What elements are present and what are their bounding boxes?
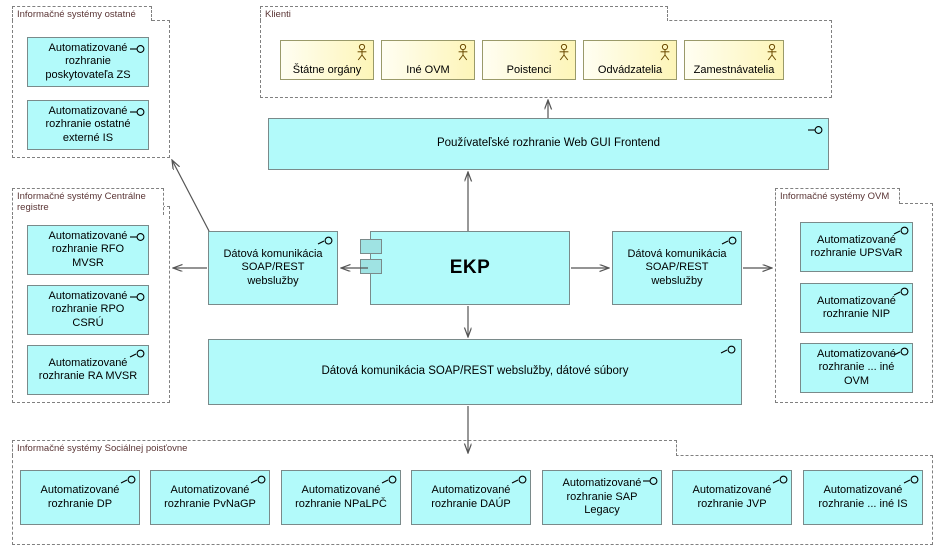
component-right-data-bus[interactable]: Dátová komunikácia SOAP/REST webslužby bbox=[612, 231, 742, 305]
component-label: Dátová komunikácia SOAP/REST webslužby, … bbox=[321, 365, 629, 378]
component-label: Automatizované rozhranie RFO MVSR bbox=[48, 229, 128, 269]
component-rozhranie-jvp[interactable]: Automatizované rozhranie JVP bbox=[672, 470, 792, 525]
component-rozhranie-rfo-mvsr[interactable]: Automatizované rozhranie RFO MVSR bbox=[27, 225, 149, 275]
component-label: Automatizované rozhranie DP bbox=[40, 484, 120, 510]
component-label: Automatizované rozhranie UPSVaR bbox=[810, 233, 903, 260]
provided-interface-icon bbox=[720, 345, 737, 356]
actor-stick-figure-icon bbox=[766, 43, 778, 61]
component-label: Automatizované rozhranie RA MVSR bbox=[38, 356, 138, 383]
component-ekp[interactable]: EKP bbox=[370, 231, 570, 305]
provided-interface-icon bbox=[721, 236, 738, 247]
ekp-component-tab-lower bbox=[360, 259, 382, 274]
actor-stick-figure-icon bbox=[457, 43, 469, 61]
group-label-ostatne: Informačné systémy ostatné bbox=[12, 6, 152, 21]
ekp-label: EKP bbox=[449, 257, 491, 278]
actor-zamestnavatelia[interactable]: Zamestnávatelia bbox=[684, 40, 784, 80]
component-label: Automatizované rozhranie NIP bbox=[817, 294, 896, 321]
component-label: Automatizované rozhranie JVP bbox=[692, 484, 772, 510]
component-rozhranie-ostatne-externe-is[interactable]: Automatizované rozhranie ostatné externé… bbox=[27, 100, 149, 150]
component-label: Automatizované rozhranie DAÚP bbox=[431, 484, 511, 510]
component-bottom-data-bus[interactable]: Dátová komunikácia SOAP/REST webslužby, … bbox=[208, 339, 742, 405]
component-web-gui-frontend[interactable]: Používateľské rozhranie Web GUI Frontend bbox=[268, 118, 829, 170]
component-rozhranie-daup[interactable]: Automatizované rozhranie DAÚP bbox=[411, 470, 531, 525]
actor-label: Zamestnávatelia bbox=[693, 64, 775, 76]
component-rozhranie-npalpc[interactable]: Automatizované rozhranie NPaLPČ bbox=[281, 470, 401, 525]
component-label: Automatizované rozhranie ... iné OVM bbox=[817, 347, 896, 387]
component-rozhranie-sap-legacy[interactable]: Automatizované rozhranie SAP Legacy bbox=[542, 470, 662, 525]
component-label: Automatizované rozhranie poskytovateľa Z… bbox=[45, 41, 131, 81]
component-rozhranie-poskytovatela-zs[interactable]: Automatizované rozhranie poskytovateľa Z… bbox=[27, 37, 149, 87]
actor-stick-figure-icon bbox=[659, 43, 671, 61]
actor-label: Iné OVM bbox=[406, 64, 450, 76]
component-label: Dátová komunikácia SOAP/REST webslužby bbox=[223, 247, 323, 287]
provided-interface-icon bbox=[317, 236, 334, 247]
group-label-socialna-poistovna: Informačné systémy Sociálnej poisťovne bbox=[12, 440, 677, 456]
actor-ine-ovm[interactable]: Iné OVM bbox=[381, 40, 475, 80]
actor-odvadzatelia[interactable]: Odvádzatelia bbox=[583, 40, 677, 80]
ekp-component-tab-upper bbox=[360, 239, 382, 254]
group-label-ovm: Informačné systémy OVM bbox=[775, 188, 900, 204]
component-left-data-bus[interactable]: Dátová komunikácia SOAP/REST webslužby bbox=[208, 231, 338, 305]
component-rozhranie-nip[interactable]: Automatizované rozhranie NIP bbox=[800, 283, 913, 333]
component-rozhranie-ine-is[interactable]: Automatizované rozhranie ... iné IS bbox=[803, 470, 923, 525]
component-rozhranie-upsvar[interactable]: Automatizované rozhranie UPSVaR bbox=[800, 222, 913, 272]
actor-stick-figure-icon bbox=[558, 43, 570, 61]
group-label-centralne-registre: Informačné systémy Centrálne registre bbox=[12, 188, 164, 215]
component-label: Používateľské rozhranie Web GUI Frontend bbox=[436, 137, 661, 150]
group-label-klienti: Klienti bbox=[260, 6, 668, 21]
component-rozhranie-rpo-csru[interactable]: Automatizované rozhranie RPO CSRÚ bbox=[27, 285, 149, 335]
connector-left-bus-to-ostatne bbox=[172, 160, 210, 232]
actor-statne-organy[interactable]: Štátne orgány bbox=[280, 40, 374, 80]
component-label: Automatizované rozhranie ostatné externé… bbox=[45, 104, 131, 144]
component-label: Dátová komunikácia SOAP/REST webslužby bbox=[627, 247, 727, 287]
component-rozhranie-pvnagp[interactable]: Automatizované rozhranie PvNaGP bbox=[150, 470, 270, 525]
provided-interface-icon bbox=[130, 292, 146, 302]
actor-label: Štátne orgány bbox=[292, 64, 362, 76]
component-rozhranie-ra-mvsr[interactable]: Automatizované rozhranie RA MVSR bbox=[27, 345, 149, 395]
component-label: Automatizované rozhranie RPO CSRÚ bbox=[48, 289, 128, 329]
provided-interface-icon bbox=[130, 232, 146, 242]
provided-interface-icon bbox=[808, 125, 824, 135]
component-rozhranie-dp[interactable]: Automatizované rozhranie DP bbox=[20, 470, 140, 525]
actor-poistenci[interactable]: Poistenci bbox=[482, 40, 576, 80]
actor-stick-figure-icon bbox=[356, 43, 368, 61]
component-label: Automatizované rozhranie NPaLPČ bbox=[295, 484, 387, 510]
component-label: Automatizované rozhranie ... iné IS bbox=[818, 484, 908, 510]
component-rozhranie-ine-ovm[interactable]: Automatizované rozhranie ... iné OVM bbox=[800, 343, 913, 393]
actor-label: Poistenci bbox=[506, 64, 552, 76]
actor-label: Odvádzatelia bbox=[597, 64, 663, 76]
component-label: Automatizované rozhranie PvNaGP bbox=[164, 484, 256, 510]
component-label: Automatizované rozhranie SAP Legacy bbox=[562, 477, 642, 517]
